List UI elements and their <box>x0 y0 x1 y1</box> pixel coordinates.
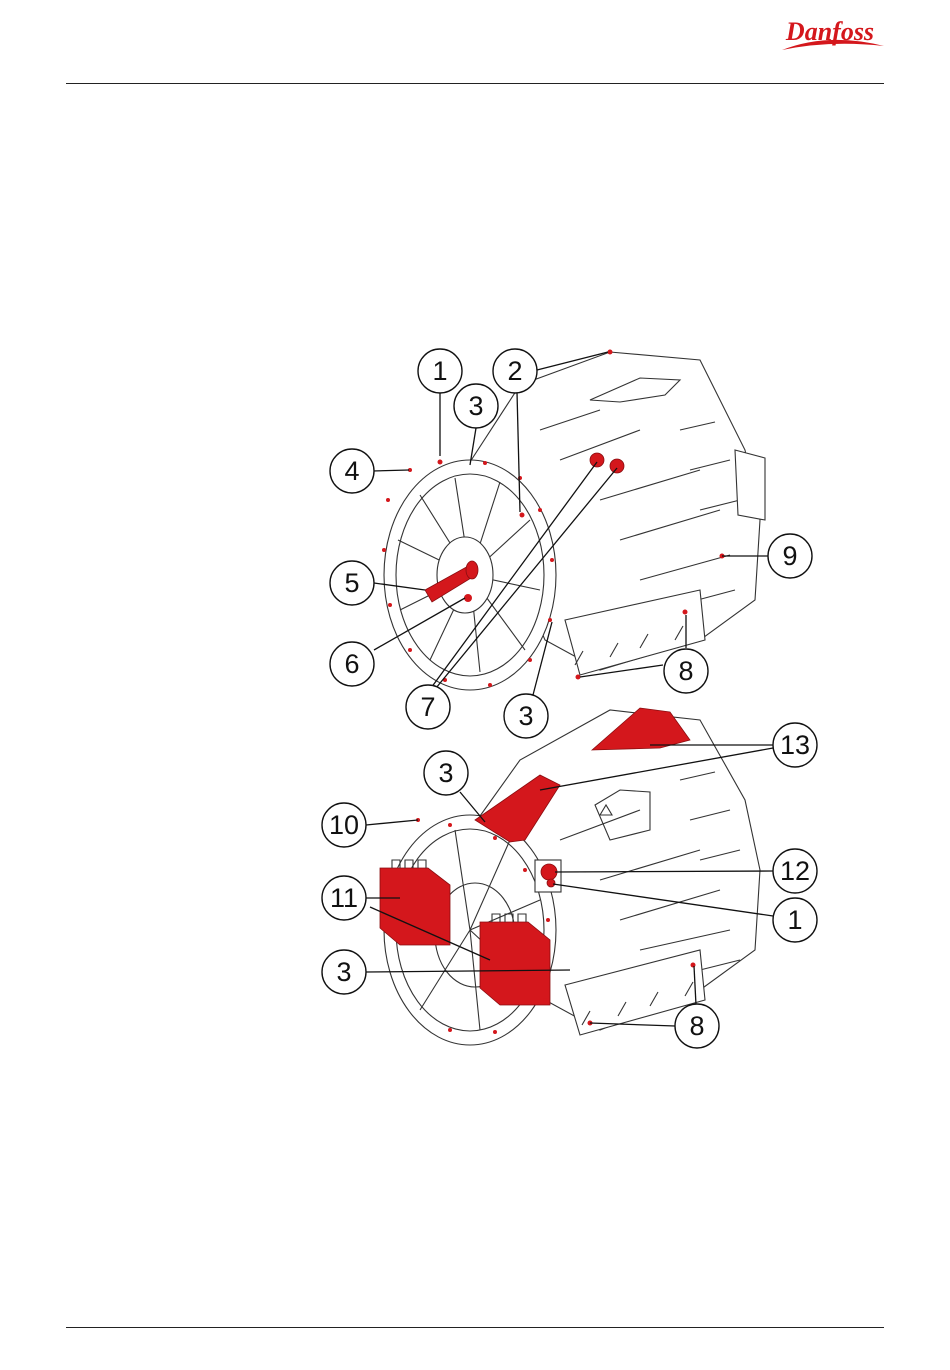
callout-1: 1 <box>418 349 462 393</box>
callout-3d: 3 <box>322 950 366 994</box>
callout-2: 2 <box>493 349 537 393</box>
svg-text:5: 5 <box>344 568 359 598</box>
top-shaft-end <box>466 561 478 579</box>
callout-11: 11 <box>322 876 366 920</box>
svg-text:1: 1 <box>787 905 802 935</box>
svg-text:7: 7 <box>420 692 435 722</box>
svg-text:11: 11 <box>330 883 358 913</box>
svg-text:8: 8 <box>689 1011 704 1041</box>
svg-text:12: 12 <box>780 856 810 886</box>
callout-5: 5 <box>330 561 374 605</box>
top-rear-box <box>735 450 765 520</box>
callout-8b: 8 <box>675 1004 719 1048</box>
svg-text:13: 13 <box>780 730 810 760</box>
footer-rule <box>66 1327 884 1328</box>
top-plug-2 <box>610 459 624 473</box>
top-key <box>464 594 472 602</box>
callout-3: 3 <box>454 384 498 428</box>
svg-text:9: 9 <box>782 541 797 571</box>
callout-3c: 3 <box>424 751 468 795</box>
svg-text:6: 6 <box>344 649 359 679</box>
callout-9: 9 <box>768 534 812 578</box>
callout-10: 10 <box>322 803 366 847</box>
svg-text:3: 3 <box>518 701 533 731</box>
svg-text:10: 10 <box>329 810 359 840</box>
plug-1 <box>547 879 555 887</box>
svg-text:3: 3 <box>438 758 453 788</box>
svg-text:8: 8 <box>678 656 693 686</box>
callout-7: 7 <box>406 685 450 729</box>
callout-12: 12 <box>773 849 817 893</box>
svg-text:3: 3 <box>468 391 483 421</box>
callout-4: 4 <box>330 449 374 493</box>
svg-text:1: 1 <box>432 356 447 386</box>
callout-8: 8 <box>664 649 708 693</box>
plug-12 <box>541 864 557 880</box>
callout-3b: 3 <box>504 694 548 738</box>
callout-1b: 1 <box>773 898 817 942</box>
svg-text:2: 2 <box>507 356 522 386</box>
svg-text:3: 3 <box>336 957 351 987</box>
top-plug-1 <box>590 453 604 467</box>
svg-text:4: 4 <box>344 456 359 486</box>
terminal-box-2 <box>480 922 550 1005</box>
callout-6: 6 <box>330 642 374 686</box>
callout-13: 13 <box>773 723 817 767</box>
terminal-box-1 <box>380 868 450 945</box>
